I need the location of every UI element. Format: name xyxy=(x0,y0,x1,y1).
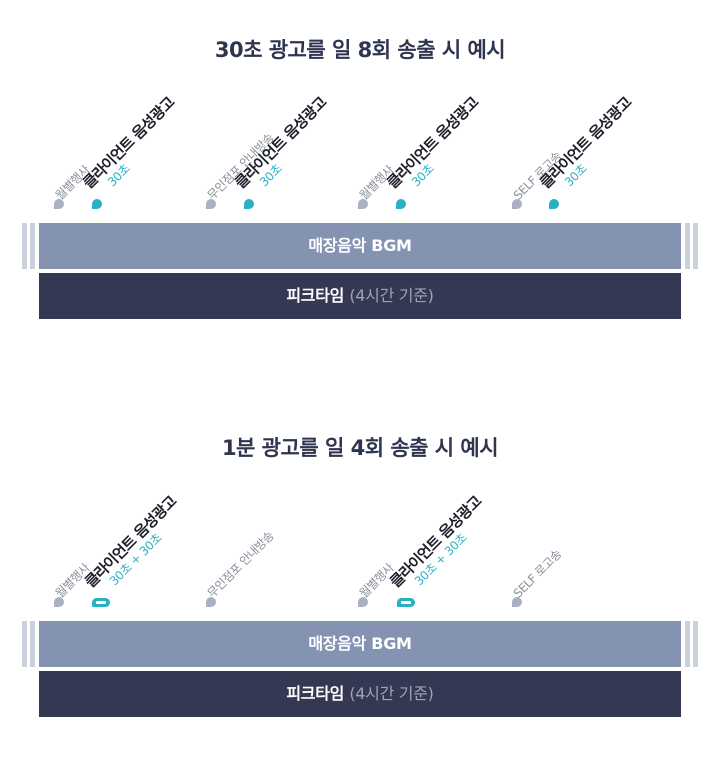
bar-edge-right-outer xyxy=(693,621,698,667)
bgm-bar: 매장음악 BGM xyxy=(39,223,681,269)
bar-edge-left-outer xyxy=(22,621,27,667)
section-title: 1분 광고를 일 4회 송출 시 예시 xyxy=(221,436,499,460)
peak-time-label: 피크타임 xyxy=(286,684,345,703)
bar-edge-right-inner xyxy=(685,621,690,667)
bgm-bar: 매장음악 BGM xyxy=(39,621,681,667)
marker-dot-icon xyxy=(54,597,64,607)
marker-dot-icon xyxy=(206,199,216,209)
peak-time-basis: (4시간 기준) xyxy=(349,684,434,703)
marker-duration-pill-icon xyxy=(397,598,415,607)
section-title: 30초 광고를 일 8회 송출 시 예시 xyxy=(214,38,506,62)
bar-edge-right-inner xyxy=(685,223,690,269)
marker-label: 클라이언트 음성광고 xyxy=(386,492,485,592)
peak-time-bar: 피크타임 (4시간 기준) xyxy=(39,273,681,319)
marker-dot-icon xyxy=(396,199,406,209)
bar-edge-left-inner xyxy=(30,621,35,667)
marker-dot-icon xyxy=(54,199,64,209)
marker-label: SELF 로고송 xyxy=(510,547,565,601)
marker-dot-icon xyxy=(512,597,522,607)
bar-edge-left-inner xyxy=(30,223,35,269)
marker-dot-icon xyxy=(92,199,102,209)
marker-dot-icon xyxy=(549,199,559,209)
marker-dot-icon xyxy=(244,199,254,209)
marker-label: 클라이언트 음성광고 xyxy=(231,93,330,193)
peak-time-basis: (4시간 기준) xyxy=(349,286,434,305)
marker-label: 클라이언트 음성광고 xyxy=(81,492,180,592)
marker-dot-icon xyxy=(206,597,216,607)
marker-dot-icon xyxy=(512,199,522,209)
marker-label: 클라이언트 음성광고 xyxy=(79,93,178,193)
marker-duration-pill-icon xyxy=(92,598,110,607)
marker-dot-icon xyxy=(358,597,368,607)
bar-edge-right-outer xyxy=(693,223,698,269)
marker-label: 클라이언트 음성광고 xyxy=(536,93,635,193)
marker-label: 클라이언트 음성광고 xyxy=(383,93,482,193)
marker-dot-icon xyxy=(358,199,368,209)
bar-edge-left-outer xyxy=(22,223,27,269)
peak-time-label: 피크타임 xyxy=(286,286,345,305)
marker-label: 무인점포 안내방송 xyxy=(204,528,277,601)
peak-time-bar: 피크타임 (4시간 기준) xyxy=(39,671,681,717)
